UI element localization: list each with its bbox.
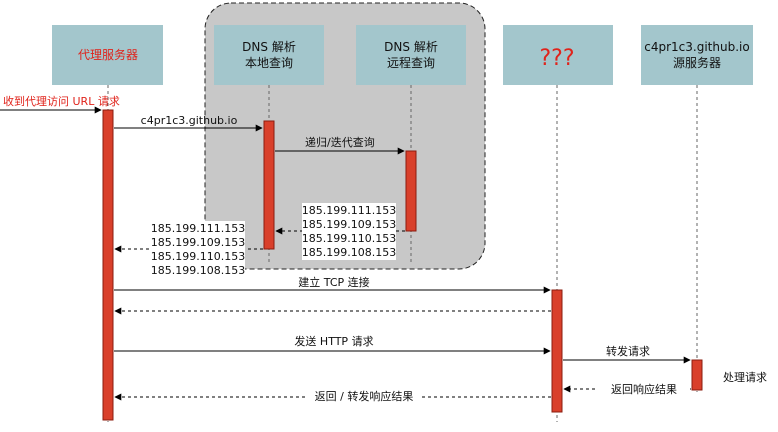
activation-proxy (102, 109, 114, 421)
label-recursive: 递归/迭代查询 (305, 135, 375, 149)
local-ip-list: 185.199.111.153 185.199.109.153 185.199.… (151, 221, 245, 278)
local-ip-4: 185.199.108.153 (151, 264, 245, 277)
label-process: 处理请求 (723, 371, 767, 384)
label-final-reply: 返回 / 转发响应结果 (315, 389, 414, 403)
label-origin-reply: 返回响应结果 (611, 382, 677, 396)
participant-dns-local-line2: 本地查询 (245, 56, 293, 70)
activation-dns-local (263, 120, 275, 250)
local-ip-1: 185.199.111.153 (151, 222, 245, 235)
label-forward: 转发请求 (606, 344, 650, 358)
remote-ip-3: 185.199.110.153 (302, 232, 396, 245)
remote-ip-list: 185.199.111.153 185.199.109.153 185.199.… (302, 203, 396, 260)
participant-origin-line1: c4pr1c3.github.io (644, 40, 749, 54)
remote-ip-4: 185.199.108.153 (302, 246, 396, 259)
activation-origin (691, 359, 703, 391)
participant-origin: c4pr1c3.github.io 源服务器 (641, 25, 753, 85)
label-incoming: 收到代理访问 URL 请求 (3, 94, 120, 108)
participant-proxy: 代理服务器 (52, 25, 163, 85)
label-http: 发送 HTTP 请求 (294, 334, 373, 348)
label-query-domain: c4pr1c3.github.io (141, 114, 238, 127)
activation-unknown (551, 289, 563, 413)
participant-dns-remote: DNS 解析 远程查询 (356, 25, 466, 85)
participant-unknown: ??? (503, 25, 613, 85)
participant-unknown-label: ??? (539, 46, 574, 71)
participant-dns-local-line1: DNS 解析 (242, 40, 296, 54)
participant-origin-line2: 源服务器 (673, 55, 721, 70)
activation-dns-remote (405, 150, 417, 232)
participant-proxy-label: 代理服务器 (78, 47, 138, 62)
participant-dns-remote-line1: DNS 解析 (384, 40, 438, 54)
local-ip-3: 185.199.110.153 (151, 250, 245, 263)
participant-dns-remote-line2: 远程查询 (387, 55, 435, 70)
participant-dns-local: DNS 解析 本地查询 (214, 25, 324, 85)
remote-ip-2: 185.199.109.153 (302, 218, 396, 231)
remote-ip-1: 185.199.111.153 (302, 204, 396, 217)
local-ip-2: 185.199.109.153 (151, 236, 245, 249)
label-tcp: 建立 TCP 连接 (298, 275, 369, 289)
